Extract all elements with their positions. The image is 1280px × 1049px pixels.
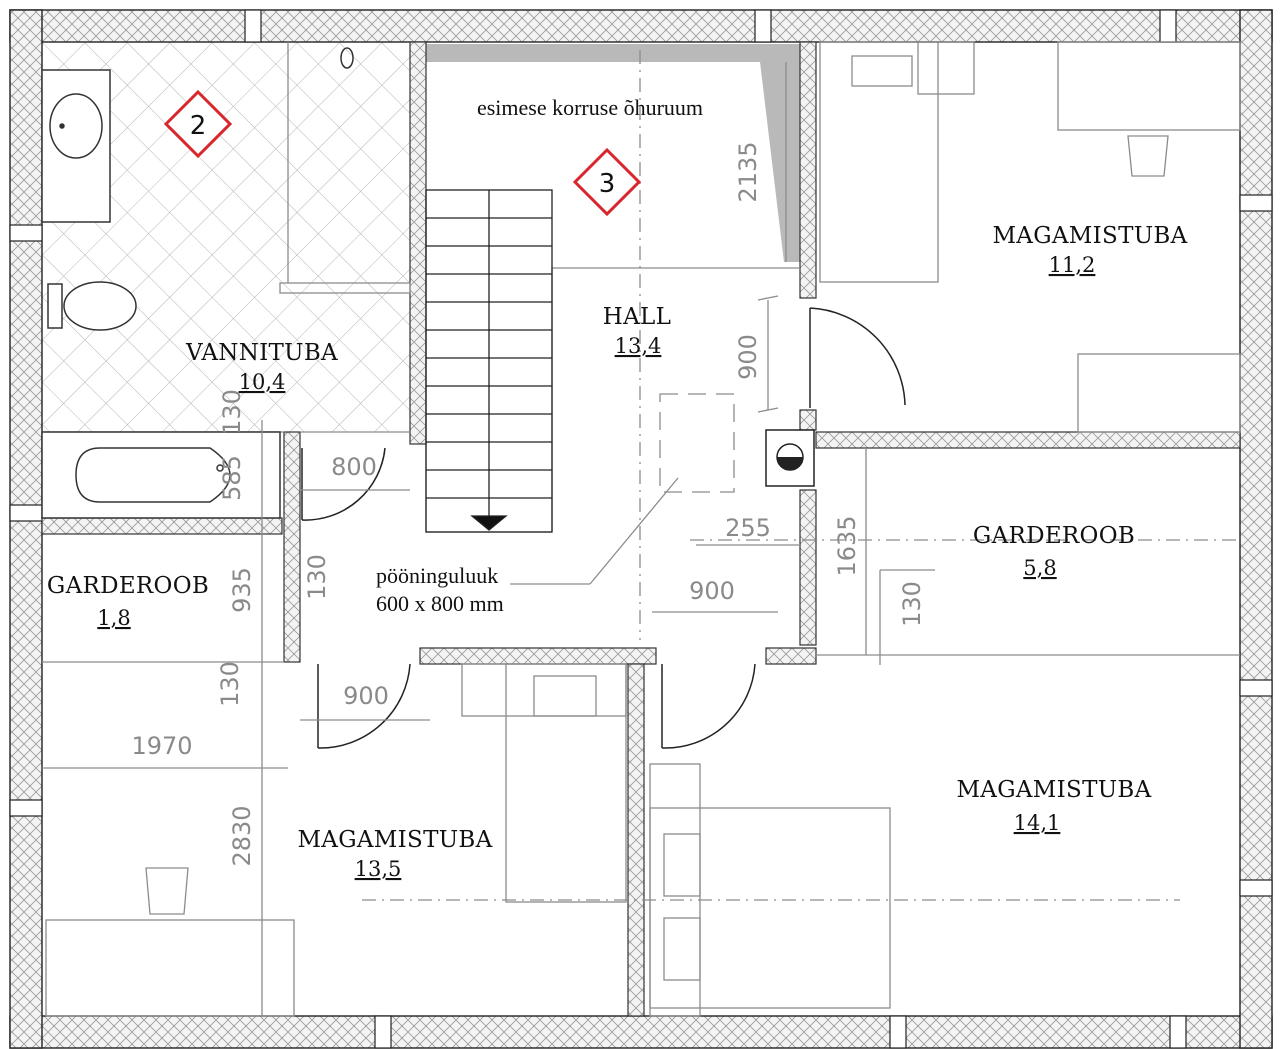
axis-lines — [362, 50, 1240, 901]
furniture — [45, 41, 1241, 1017]
dim-255: 255 — [725, 514, 771, 542]
dim-900-sw: 900 — [343, 682, 389, 710]
bathroom-area: 10,4 — [239, 370, 286, 394]
attic-hatch-size: 600 x 800 mm — [376, 591, 504, 616]
doors — [301, 307, 906, 749]
dim-585: 585 — [218, 455, 246, 501]
closet-w-area: 1,8 — [97, 606, 130, 630]
dim-2135: 2135 — [734, 141, 762, 202]
void-gray-wedge — [426, 44, 800, 262]
closet-w-name: GARDEROOB — [47, 573, 209, 599]
dim-130-sw: 130 — [216, 661, 244, 707]
dim-130-closet-e: 130 — [898, 581, 926, 627]
exterior-walls — [9, 9, 1273, 1049]
bedroom-ne-area: 11,2 — [1049, 253, 1096, 277]
dim-900-hall: 900 — [689, 577, 735, 605]
hall-area: 13,4 — [615, 334, 662, 358]
marker-2: 2 — [163, 89, 233, 159]
void-label: esimese korruse õhuruum — [477, 95, 703, 120]
dim-2830: 2830 — [228, 805, 256, 866]
bedroom-se-name: MAGAMISTUBA — [956, 777, 1151, 803]
closet-e-area: 5,8 — [1023, 556, 1056, 580]
marker-3: 3 — [572, 147, 642, 217]
dim-900-hall-vertical: 900 — [734, 334, 762, 380]
dimension-lines — [42, 62, 935, 1016]
dim-1635: 1635 — [833, 515, 861, 576]
bedroom-ne-name: MAGAMISTUBA — [992, 223, 1187, 249]
stair — [425, 189, 553, 533]
bathroom-fixtures — [41, 47, 354, 519]
marker-3-label: 3 — [599, 169, 616, 199]
dim-1970: 1970 — [131, 732, 192, 760]
bathroom-name: VANNITUBA — [185, 340, 338, 366]
closet-e-name: GARDEROOB — [973, 523, 1135, 549]
attic-hatch-label: pööninguluuk — [376, 563, 498, 588]
dim-130-bath: 130 — [218, 389, 246, 435]
marker-2-label: 2 — [190, 111, 207, 141]
dim-800: 800 — [331, 453, 377, 481]
dim-130-hall: 130 — [303, 554, 331, 600]
bedroom-sw-name: MAGAMISTUBA — [297, 827, 492, 853]
hall-name: HALL — [603, 304, 671, 330]
interior-walls — [41, 41, 1241, 1017]
dim-935: 935 — [228, 567, 256, 613]
bedroom-se-area: 14,1 — [1014, 811, 1061, 835]
bedroom-sw-area: 13,5 — [355, 857, 402, 881]
